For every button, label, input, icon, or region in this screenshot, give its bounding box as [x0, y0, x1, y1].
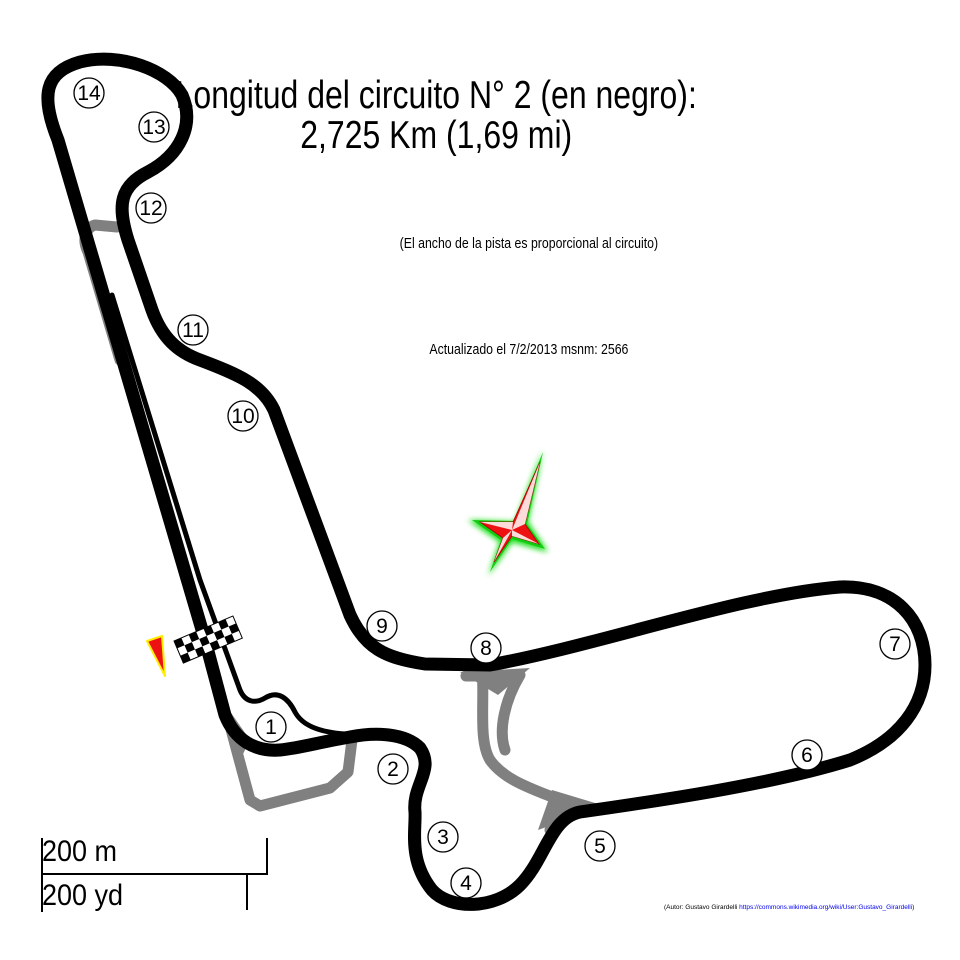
turn-number: 14: [77, 82, 101, 105]
turn-circle: [791, 739, 823, 771]
turn-number: 13: [142, 116, 165, 139]
turn-circle: [584, 830, 616, 862]
turn-marker-12: 12: [135, 192, 167, 224]
turn-marker-14: 14: [73, 77, 105, 109]
turn-number: 4: [460, 872, 472, 895]
turn-circle: [377, 753, 409, 785]
scale-bar-yards: [41, 874, 248, 912]
turn-marker-4: 4: [450, 867, 482, 899]
title-length: Longitud del circuito N° 2 (en negro):: [175, 74, 697, 117]
scale-label-meters: 200 m: [42, 835, 118, 868]
turn-marker-8: 8: [470, 632, 502, 664]
turn-number: 6: [801, 744, 813, 767]
main-track: [41, 52, 932, 911]
turn-marker-3: 3: [427, 821, 459, 853]
turn-number: 2: [387, 758, 399, 781]
turn-circle: [177, 314, 209, 346]
turn-circle: [427, 821, 459, 853]
turn-number: 11: [182, 319, 204, 342]
turn-number: 12: [139, 197, 162, 220]
credit-close: ): [912, 904, 915, 911]
turn-marker-13: 13: [138, 111, 170, 143]
turn-number: 7: [889, 633, 901, 656]
turn-number: 8: [480, 637, 492, 660]
turn-circle: [470, 632, 502, 664]
compass-rose-icon: [468, 450, 548, 576]
turn-circle: [138, 111, 170, 143]
turn-circle: [879, 628, 911, 660]
turn-circle: [366, 610, 398, 642]
turn-number: 3: [437, 826, 449, 849]
turn-number: 9: [376, 615, 388, 638]
pit-lane: [109, 292, 348, 737]
scale-bar-meters: [41, 838, 268, 875]
scale-bars: [41, 838, 268, 912]
turn-marker-2: 2: [377, 753, 409, 785]
scale-label-yards: 200 yd: [42, 879, 124, 912]
turn-circle: [73, 77, 105, 109]
turn-circle: [227, 400, 259, 432]
credit-link[interactable]: https://commons.wikimedia.org/wiki/User:…: [739, 904, 913, 911]
note-updated: Actualizado el 7/2/2013 msnm: 2566: [429, 341, 629, 358]
checkered-flag-icon: [173, 615, 243, 664]
turn-circle: [450, 867, 482, 899]
direction-arrow-icon: [146, 635, 166, 677]
turn-number: 10: [231, 405, 254, 428]
alt-section-south: [223, 716, 358, 812]
note-track-width: (El ancho de la pista es proporcional al…: [399, 235, 659, 252]
turn-marker-9: 9: [366, 610, 398, 642]
turn-number: 1: [265, 716, 277, 739]
turn-marker-1: 1: [255, 711, 287, 743]
turn-marker-10: 10: [227, 400, 259, 432]
turn-circle: [255, 711, 287, 743]
alt-section-infield: [476, 662, 584, 814]
title-length-value: 2,725 Km (1,69 mi): [300, 114, 573, 157]
junction-8: [460, 668, 530, 695]
turn-circle: [135, 192, 167, 224]
turn-marker-6: 6: [791, 739, 823, 771]
turn-marker-7: 7: [879, 628, 911, 660]
turn-number: 5: [594, 835, 606, 858]
credit-author: (Autor: Gustavo Girardelli: [664, 904, 740, 911]
author-credit: (Autor: Gustavo Girardelli https://commo…: [664, 904, 914, 911]
turn-marker-11: 11: [177, 314, 209, 346]
turn-marker-5: 5: [584, 830, 616, 862]
